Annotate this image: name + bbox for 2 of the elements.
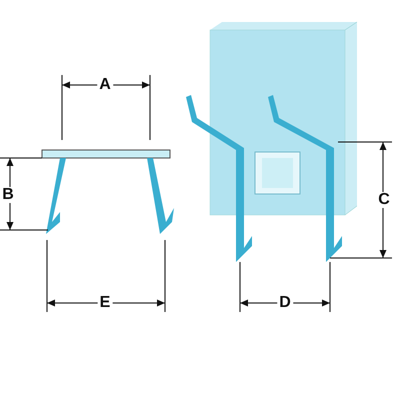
dimension-label: C: [376, 192, 392, 208]
dimension-label: B: [0, 187, 16, 203]
